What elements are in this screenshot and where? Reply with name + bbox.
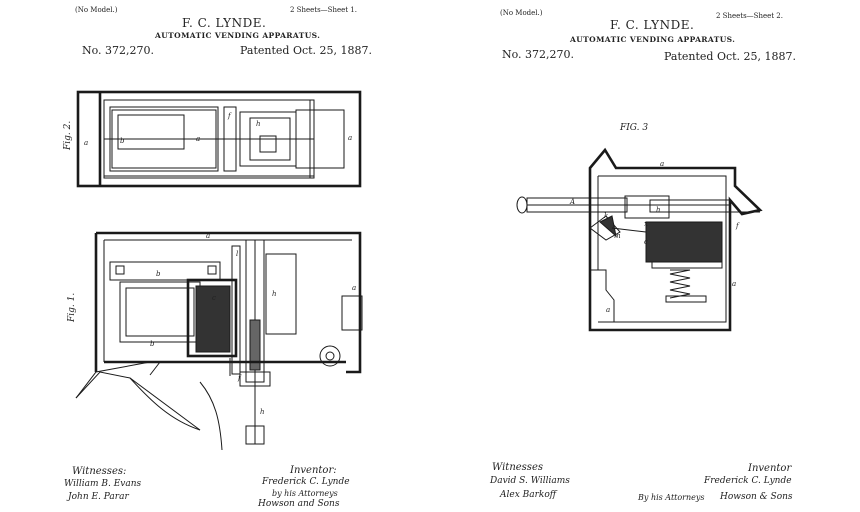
patent-date: Patented Oct. 25, 1887. [664,50,797,63]
inventor-name-header: F. C. LYNDE. [182,16,267,30]
ref-letter-a: a [206,232,210,240]
ref-letter-f: f [735,222,740,230]
ref-letter-h: h [272,290,277,298]
attorney-signature: Howson and Sons [258,499,340,509]
figure-1-drawing [75,231,363,451]
patent-drawing-sheet-1: a b a f h a Fig. 2. [63,90,363,451]
ref-letter-k: k [604,212,608,220]
fig-2-label: Fig. 2. [63,121,73,151]
ref-letter-f: f [227,112,232,120]
ref-letter-h: h [256,120,261,128]
by-attorneys-label: By his Attorneys [638,493,705,502]
no-model-label: (No Model.) [75,6,118,14]
patent-date: Patented Oct. 25, 1887. [240,44,373,57]
ref-letter-b: b [156,270,161,278]
patent-drawing-sheet-2: FIG. 3 a A k m c x h f a a [516,123,763,332]
witness-signature-1: William B. Evans [64,479,142,489]
fig-3-label: FIG. 3 [619,123,648,133]
inventor-name-header: F. C. LYNDE. [610,18,695,32]
ref-letter-a: a [84,139,88,147]
witness-signature-2: Alex Barkoff [500,490,557,500]
fig-1-label: Fig. 1. [67,293,77,323]
ref-letter-c: c [212,294,216,302]
ref-letter-A: A [569,198,575,206]
inventor-label: Inventor: [290,465,337,476]
ref-letter-x: x [644,220,648,228]
attorney-signature: Howson & Sons [720,492,793,502]
witness-signature-2: John E. Parar [68,492,129,502]
ref-letter-l: l [236,250,238,258]
patent-number: No. 372,270. [82,44,155,57]
patent-title: AUTOMATIC VENDING APPARATUS. [155,31,321,40]
ref-letter-a: a [348,134,352,142]
sheet-count: 2 Sheets—Sheet 1. [290,6,357,14]
ref-letter-b: b [150,340,155,348]
patent-sheet-1: (No Model.) 2 Sheets—Sheet 1. F. C. LYND… [63,6,373,509]
ref-letter-f: f [237,374,242,382]
ref-letter-a: a [352,284,356,292]
ref-letter-a: a [732,280,736,288]
ref-letter-a: a [660,160,664,168]
ref-letter-b: b [120,137,125,145]
ref-letter-a: a [606,306,610,314]
inventor-label: Inventor [748,463,792,474]
by-attorneys-label: by his Attorneys [272,489,338,498]
inventor-signature: Frederick C. Lynde [262,477,350,487]
ref-letter-a: a [196,135,200,143]
patent-title: AUTOMATIC VENDING APPARATUS. [570,35,736,44]
no-model-label: (No Model.) [500,9,543,17]
witnesses-label: Witnesses [492,462,543,473]
ref-letter-m: m [614,232,621,240]
patent-sheet-2: (No Model.) 2 Sheets—Sheet 2. F. C. LYND… [430,0,860,512]
figure-3-drawing [516,147,763,332]
witnesses-label: Witnesses: [72,466,127,477]
patent-number: No. 372,270. [502,48,575,61]
sheet-count: 2 Sheets—Sheet 2. [716,12,783,20]
figure-2-drawing [76,90,362,188]
ref-letter-h: h [260,408,265,416]
witness-signature-1: David S. Williams [490,476,570,486]
ref-letter-h: h [656,206,661,214]
ref-letter-c: c [644,238,648,246]
inventor-signature: Frederick C. Lynde [704,476,792,486]
